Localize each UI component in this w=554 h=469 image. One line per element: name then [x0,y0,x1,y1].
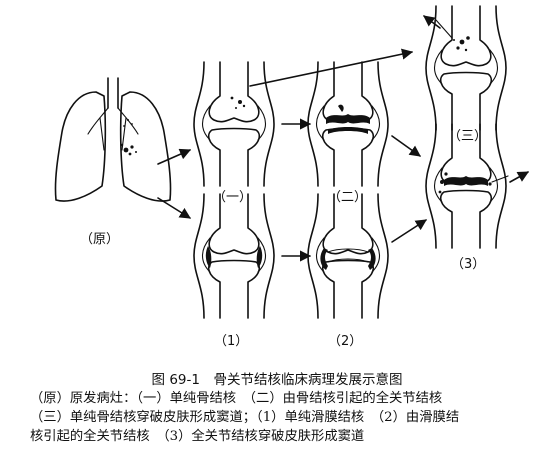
knee-total-from-bone [307,61,389,187]
knee-bone-tb [193,61,275,187]
label-synovial-3: （3） [451,257,485,272]
sinus-arrow-top [423,15,441,29]
label-pathway-3: （三） [448,129,487,144]
primary-lesion [120,119,137,156]
sinus-arrow-right [509,171,529,183]
arrow-to-bone [157,148,192,165]
lungs-illustration [54,77,172,202]
label-origin: （原） [80,232,119,247]
label-pathway-1: （一） [213,190,252,205]
caption-line: 核引起的全关节结核 （3）全关节结核穿破皮肤形成窦道 [30,429,365,444]
caption-line: （原）原发病灶：（一）单纯骨结核 （二）由骨结核引起的全关节结核 [30,391,443,406]
figure-caption: （原）原发病灶：（一）单纯骨结核 （二）由骨结核引起的全关节结核 （三）单纯骨结… [30,389,550,446]
arrow-bone-to-sinus [249,48,414,87]
label-pathway-2: （二） [328,190,367,205]
caption-line: （三）单纯骨结核穿破皮肤形成窦道；（1）单纯滑膜结核 （2）由滑膜结 [30,410,460,425]
knee-total-from-synovial [307,193,389,319]
knee-total-sinus [425,123,509,249]
arrow-total-to-sinus [391,135,421,157]
figure-title: 图 69-1 骨关节结核临床病理发展示意图 [151,372,403,388]
label-synovial-1: （1） [214,334,248,349]
knee-bone-sinus [425,5,507,131]
arrow-to-synovial [157,197,191,219]
knee-synovial-tb [193,193,275,319]
label-synovial-2: （2） [328,334,362,349]
arrow-synovial-total-to-sinus [391,219,427,243]
